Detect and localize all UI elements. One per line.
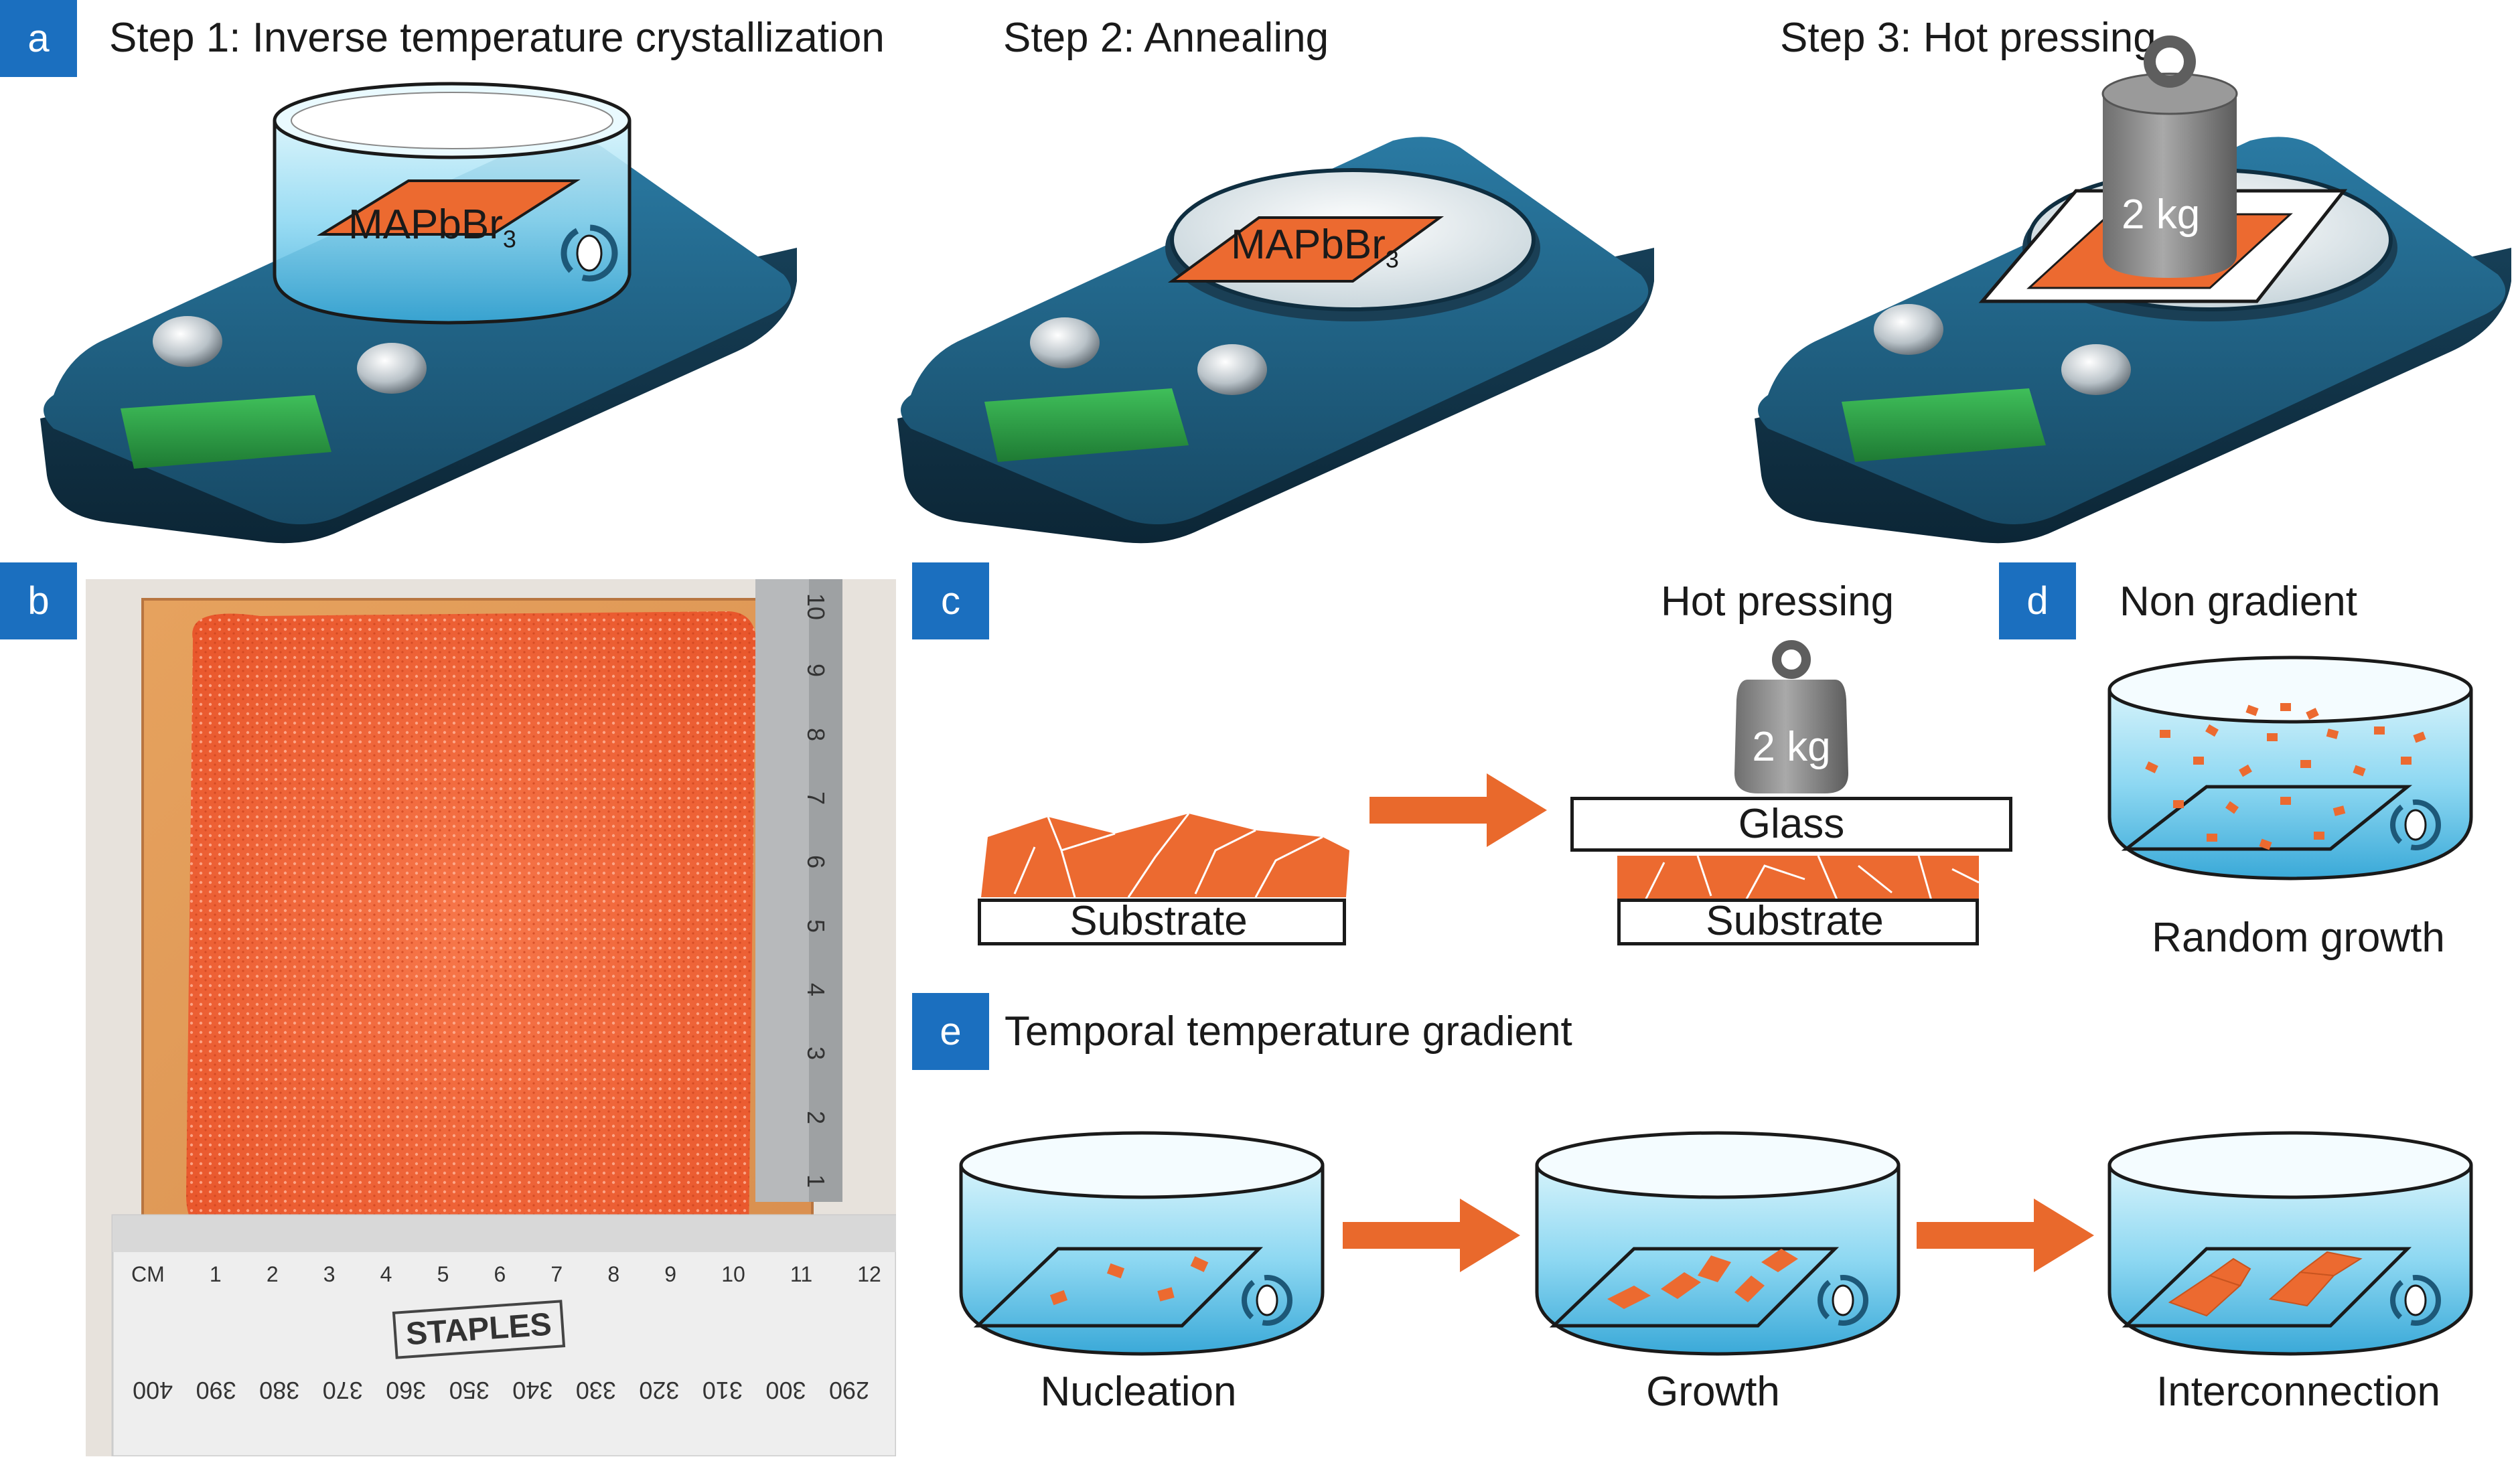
substrate-right-label: Substrate	[1706, 898, 1884, 944]
display-panel	[984, 388, 1189, 462]
ruler-h-tick: 11	[790, 1262, 813, 1286]
substrate-left	[978, 899, 1346, 945]
ruler-h2-tick: 380	[259, 1377, 300, 1404]
panel-b-badge: b	[0, 562, 77, 639]
ruler-h-tick: 12	[857, 1262, 881, 1286]
ruler-v-tick: 9	[802, 664, 830, 678]
ruler-h2-tick: 390	[196, 1377, 236, 1404]
display-panel	[1842, 388, 2046, 462]
dish-nucleation	[959, 1131, 1325, 1356]
knob-2	[2061, 344, 2131, 395]
ruler-h-tick: 5	[437, 1262, 449, 1286]
ruler-h-tick: 7	[550, 1262, 563, 1286]
glass-label: Glass	[1738, 801, 1845, 847]
ruler-h2-tick: 310	[702, 1377, 743, 1404]
ruler-v-tick: 10	[802, 593, 830, 621]
ruler-h2-tick: 350	[449, 1377, 490, 1404]
ruler-h-tick: CM	[131, 1262, 165, 1286]
ruler-h-tick: 10	[721, 1262, 745, 1286]
glass-slab	[1570, 797, 2012, 852]
substrate-left-label: Substrate	[1069, 898, 1248, 944]
temporal-gradient-title: Temporal temperature gradient	[1005, 1008, 1572, 1055]
arrow-e2	[1917, 1199, 2094, 1272]
ruler-v-tick: 8	[802, 727, 830, 741]
weight-c	[1734, 640, 1848, 793]
ruler-h2-tick: 330	[575, 1377, 616, 1404]
ruler-v-tick: 7	[802, 791, 830, 805]
arrow-c	[1369, 773, 1547, 847]
knob-1	[1874, 304, 1943, 355]
crystal-label-2: MAPbBr3	[1231, 222, 1399, 273]
random-growth-caption: Random growth	[2152, 915, 2445, 961]
dish-growth	[1535, 1131, 1901, 1356]
non-gradient-title: Non gradient	[2120, 579, 2358, 625]
crystal-layer-before	[981, 813, 1349, 898]
growth-caption: Growth	[1646, 1369, 1780, 1415]
weight	[2101, 35, 2238, 278]
random-crystals	[2145, 703, 2426, 850]
panel-d-badge: d	[1999, 562, 2076, 639]
interconnection-caption: Interconnection	[2156, 1369, 2440, 1415]
ruler-h2-tick: 290	[828, 1377, 869, 1404]
ruler-h-tick: 1	[209, 1262, 222, 1286]
horizontal-ruler	[111, 1214, 896, 1456]
ruler-v-tick: 4	[802, 982, 830, 996]
ruler-v-tick: 3	[802, 1047, 830, 1061]
step3-title: Step 3: Hot pressing	[1780, 15, 2156, 61]
panel-a-badge: a	[0, 0, 77, 77]
substrate-right	[1617, 899, 1979, 945]
ruler-h-tick: 2	[266, 1262, 279, 1286]
perovskite-crystal	[316, 179, 581, 236]
step2-title: Step 2: Annealing	[1003, 15, 1329, 61]
ruler-v-tick: 5	[802, 919, 830, 933]
knob-1	[1030, 317, 1100, 368]
ruler-h-tick: 3	[323, 1262, 336, 1286]
petri-dish	[273, 82, 632, 325]
display-panel	[121, 395, 331, 469]
weight-label-a: 2 kg	[2122, 191, 2201, 238]
ruler-h-tick: 8	[607, 1262, 620, 1286]
ruler-v-tick: 6	[802, 855, 830, 869]
knob-2	[357, 343, 427, 394]
ruler-h2-tick: 370	[322, 1377, 363, 1404]
step1-title: Step 1: Inverse temperature crystallizat…	[109, 15, 885, 61]
knob-1	[153, 316, 222, 367]
ruler-h2-tick: 300	[765, 1377, 806, 1404]
ruler-h2-tick: 340	[512, 1377, 553, 1404]
panel-c-badge: c	[912, 562, 989, 639]
hot-pressing-title: Hot pressing	[1661, 579, 1895, 625]
crystal-label-1: MAPbBr3	[348, 202, 516, 253]
ruler-h2-tick: 360	[386, 1377, 427, 1404]
hotplate-2	[897, 137, 1654, 544]
vertical-ruler	[755, 579, 842, 1202]
perovskite-crystal	[1167, 216, 1444, 283]
arrow-e1	[1343, 1199, 1520, 1272]
crystal-layer-after	[1617, 855, 1980, 903]
nucleation-caption: Nucleation	[1040, 1369, 1237, 1415]
ruler-h-tick: 9	[664, 1262, 677, 1286]
ruler-h2-tick: 400	[133, 1377, 173, 1404]
dish-random	[2107, 656, 2473, 880]
hotplate-1	[40, 82, 797, 544]
dish-interconnection	[2107, 1131, 2473, 1356]
ruler-h2-tick: 320	[639, 1377, 680, 1404]
ruler-h-tick: 6	[494, 1262, 506, 1286]
hotplate-3	[1755, 35, 2511, 544]
ruler-v-tick: 1	[802, 1174, 830, 1188]
ruler-h-tick: 4	[380, 1262, 392, 1286]
panel-e-badge: e	[912, 993, 989, 1070]
ruler-v-tick: 2	[802, 1110, 830, 1124]
knob-2	[1197, 344, 1267, 395]
sample-photo: 10 9 8 7 6 5 4 3 2 1 CM 1 2 3 4 5 6 7 8 …	[86, 579, 896, 1456]
weight-label-c: 2 kg	[1752, 724, 1831, 770]
